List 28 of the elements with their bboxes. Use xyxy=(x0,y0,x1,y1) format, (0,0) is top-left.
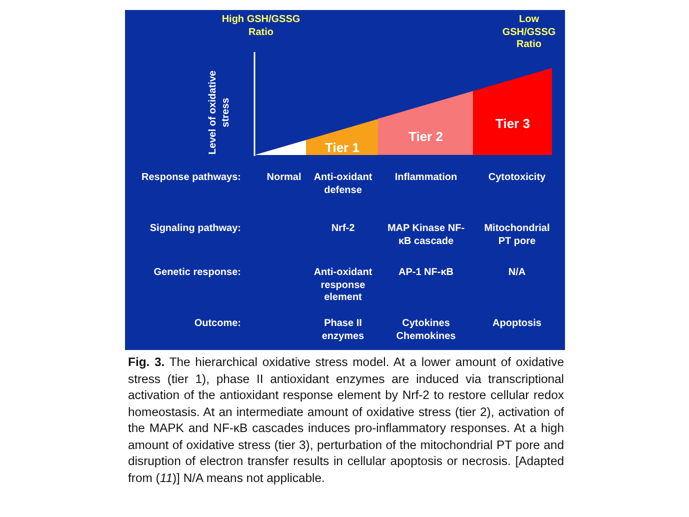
ratio-label: Low GSH/GSSG Ratio xyxy=(501,14,557,52)
tier-label: Tier 1 xyxy=(325,140,360,155)
table-cell-text: Nrf-2 xyxy=(330,223,356,236)
table-cell-text: Mitochondrial PT pore xyxy=(483,223,551,248)
table-cell-text: Anti-oxidant response element xyxy=(312,267,374,304)
ratio-label: High GSH/GSSG Ratio xyxy=(221,14,301,39)
tier-label: Tier 3 xyxy=(496,116,530,131)
figure-caption: Fig. 3. The hierarchical oxidative stress model. At a lower amount of oxidative stress (tier 1), phase II antioxidant enzymes are induced via transcriptional activation of the antioxidant response element by Nrf-2 to restore cellular redox homeostasis. At an intermediate amount of oxidative stress (tier 2), activation of the MAPK and NF-κB cascades induces pro-inflammatory responses. At a high amount of oxidative stress (tier 3), perturbation of the mitochondrial PT pore and disruption of electron transfer results in cellular apoptosis or necrosis. [Adapted from (11)] N/A means not applicable. xyxy=(128,354,564,486)
row-header: Response pathways: xyxy=(140,172,241,184)
table-cell-text: Cytotoxicity xyxy=(487,172,547,184)
row-header: Genetic response: xyxy=(152,267,241,280)
tier-band xyxy=(473,68,552,155)
table-cell-text: Inflammation xyxy=(394,172,458,184)
tier-label: Tier 2 xyxy=(408,129,443,144)
table-cell-text: AP-1 NF-κB xyxy=(397,267,455,280)
table-cell-text: Phase II enzymes xyxy=(320,318,366,343)
table-cell-text: Cytokines Chemokines xyxy=(395,318,457,343)
table-cell-text: Anti-oxidant defense xyxy=(312,172,374,197)
row-header: Signaling pathway: xyxy=(148,223,241,236)
table-cell-text: Normal xyxy=(266,172,302,184)
tier-band xyxy=(306,118,378,155)
table-cell-text: MAP Kinase NF-κB cascade xyxy=(386,223,466,248)
axis-label: Level of oxidative stress xyxy=(208,70,232,156)
tier-band xyxy=(378,91,473,155)
row-header: Outcome: xyxy=(193,318,241,330)
normal-wedge xyxy=(254,140,306,155)
table-cell-text: Apoptosis xyxy=(492,318,542,330)
table-cell-text: N/A xyxy=(507,267,527,280)
